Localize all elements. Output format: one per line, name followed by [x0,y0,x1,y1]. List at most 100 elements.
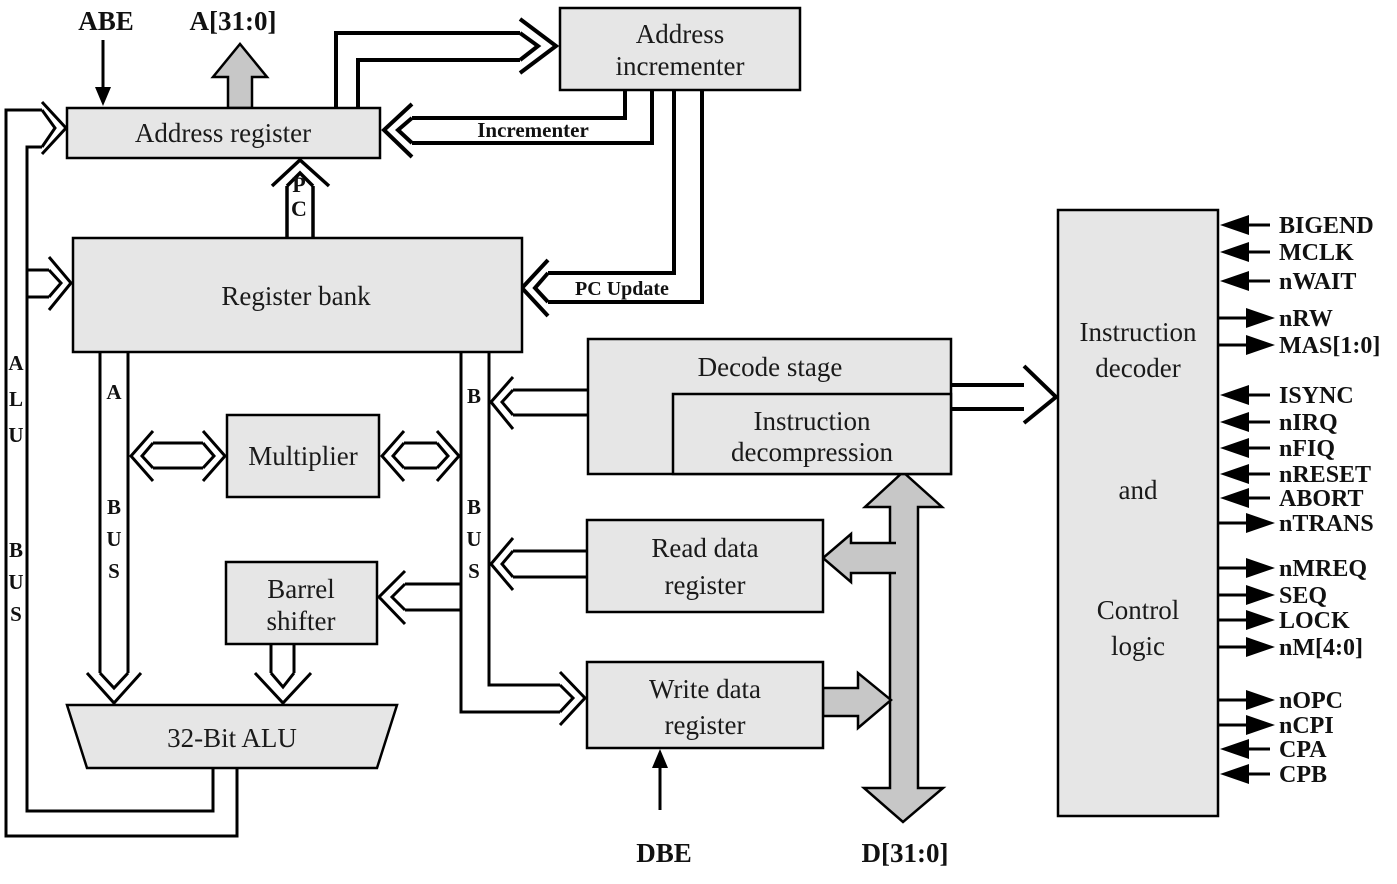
a-bus-letter: U [106,527,121,551]
b-bus-letter: S [468,559,480,583]
address-register-box [65,106,382,160]
signal-label-cpb: CPB [1279,762,1327,788]
d-bus [821,470,947,824]
signal-label-nreset: nRESET [1279,462,1371,488]
a-bus-letter: B [107,495,121,519]
instruction-decoder-box [1056,208,1220,818]
alu-bus-letter: S [10,602,22,626]
alu-bus-arrowhead-notch [47,268,64,298]
bus-line [412,90,627,120]
write-data-register-label: Write data [649,674,761,704]
decode-to-decoder-arrow [951,364,1060,425]
bus-line [404,441,437,470]
register-bank-block: Register bank [71,236,524,354]
register-bank-box [71,236,524,354]
signal-label-cpa: CPA [1279,737,1327,763]
signal-label-mas: MAS[1:0] [1279,333,1380,359]
instruction-decoder-label: Control [1097,595,1180,625]
dbe-arrowhead [652,749,668,768]
instruction-decoder-label: and [1119,475,1158,505]
signal-label-lock: LOCK [1279,608,1350,634]
address-incrementer-label: Address [636,19,725,49]
address-incrementer-block: Address incrementer [558,6,802,92]
signal-out-arrowhead [1246,690,1275,710]
alu-block: 32-Bit ALU [65,703,399,770]
signal-label-ntrans: nTRANS [1279,511,1374,537]
pc-update-bus: PC Update [519,90,704,318]
bus-line [269,644,296,673]
a-bus-letter: S [108,559,120,583]
read-data-register-label: Read data [651,533,758,563]
signal-in-arrowhead [1220,764,1249,784]
multiplier-block: Multiplier [225,413,381,499]
signal-out-arrowhead [1246,585,1275,605]
signal-out-arrowhead [1246,715,1275,735]
instruction-decoder-label: decoder [1095,353,1180,383]
signal-out-arrowhead [1246,335,1275,355]
abe-arrowhead [95,87,111,106]
signal-in-arrowhead [1220,739,1249,759]
signal-out-arrowhead [1246,637,1275,657]
d-bus-shaft [860,470,947,824]
write-data-register-block: Write data register [585,660,825,750]
bus-line [334,31,520,108]
bus-line [412,90,654,145]
signal-in-arrowhead [1220,215,1249,235]
multiplier-label: Multiplier [248,441,358,471]
signal-label-mclk: MCLK [1279,240,1354,266]
decode-stage-label: Decode stage [698,352,843,382]
dbe-input: DBE [636,749,692,868]
signal-label-isync: ISYNC [1279,383,1354,409]
arrowhead-notch [389,582,407,612]
alu-bus-letter: U [8,570,23,594]
arrowhead-into-write-data-register [558,670,588,727]
instruction-decompression-label: Instruction [754,406,871,436]
barrel-shifter-to-alu-arrow [253,644,313,706]
signal-label-bigend: BIGEND [1279,213,1374,239]
arrowhead-notch [201,442,216,470]
signal-label-nmreq: nMREQ [1279,556,1367,582]
alu-bus-inner-line [25,145,215,813]
arrowhead-notch [518,31,542,62]
arrowhead-into-alu [253,671,313,706]
arrowhead-left [129,430,155,482]
a-bus: A B U S [85,352,143,706]
arrowhead-into-barrel-shifter [376,569,407,626]
arrowhead-notch [269,672,296,690]
signal-pins: BIGEND MCLK nWAIT nRW MAS[1:0] ISYNC nIR… [1218,213,1380,788]
signal-in-arrowhead [1220,271,1249,291]
a31-label: A[31:0] [190,6,277,36]
incrementer-bus: Incrementer [381,90,654,159]
b-bus: B B U S [459,352,588,727]
arrowhead-notch [98,671,130,691]
instruction-decompression-label: decompression [731,437,893,467]
alu-bus-arrowhead-notch [40,109,57,148]
signal-label-nm: nM[4:0] [1279,635,1363,661]
pc-letter: C [291,196,307,221]
a-bus-multiplier-arrow [129,430,227,482]
multiplier-box [225,413,381,499]
bus-line [98,352,130,673]
pc-letter: P [292,172,305,197]
register-bank-label: Register bank [221,281,371,311]
a-bus-output-arrow [210,42,270,110]
barrel-shifter-block: Barrel shifter [224,560,379,646]
bus-line [548,90,676,275]
address-register-block: Address register [65,106,382,160]
arrowhead-into-alu [85,671,143,706]
a-bus-letter: A [106,380,122,404]
arrowhead-notch [140,442,155,470]
incrementer-bus-label: Incrementer [477,118,589,142]
bus-line [513,388,588,417]
address-to-incrementer-bus [334,17,560,108]
barrel-shifter-label: Barrel [267,574,334,604]
signal-label-ncpi: nCPI [1279,713,1334,739]
arrowhead-notch [285,170,315,188]
arrowhead-notch [394,116,414,145]
bus-line [405,582,461,612]
abe-label: ABE [78,6,134,36]
alu-bus-letter: U [8,423,23,447]
instruction-decoder-label: Instruction [1080,317,1197,347]
